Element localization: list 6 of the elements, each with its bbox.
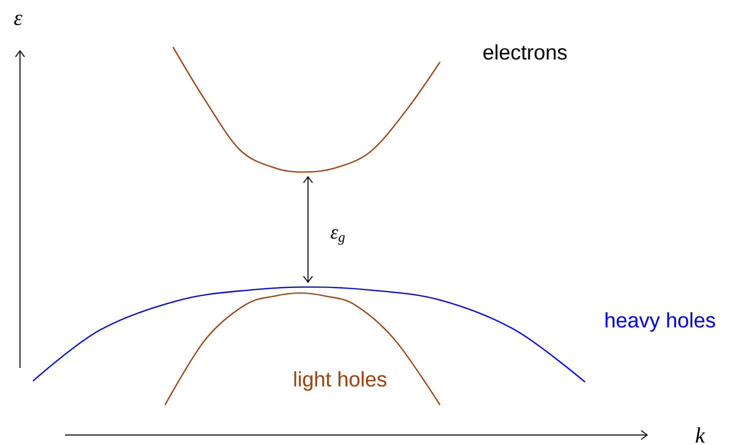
axis-label: k [696,427,706,443]
band-label: electrons [483,44,567,60]
axis-label: ε [14,14,22,26]
gap-label: ε$_{g}$ [330,229,345,245]
band-label: light holes [294,371,386,391]
band-label: heavy holes [606,312,716,332]
